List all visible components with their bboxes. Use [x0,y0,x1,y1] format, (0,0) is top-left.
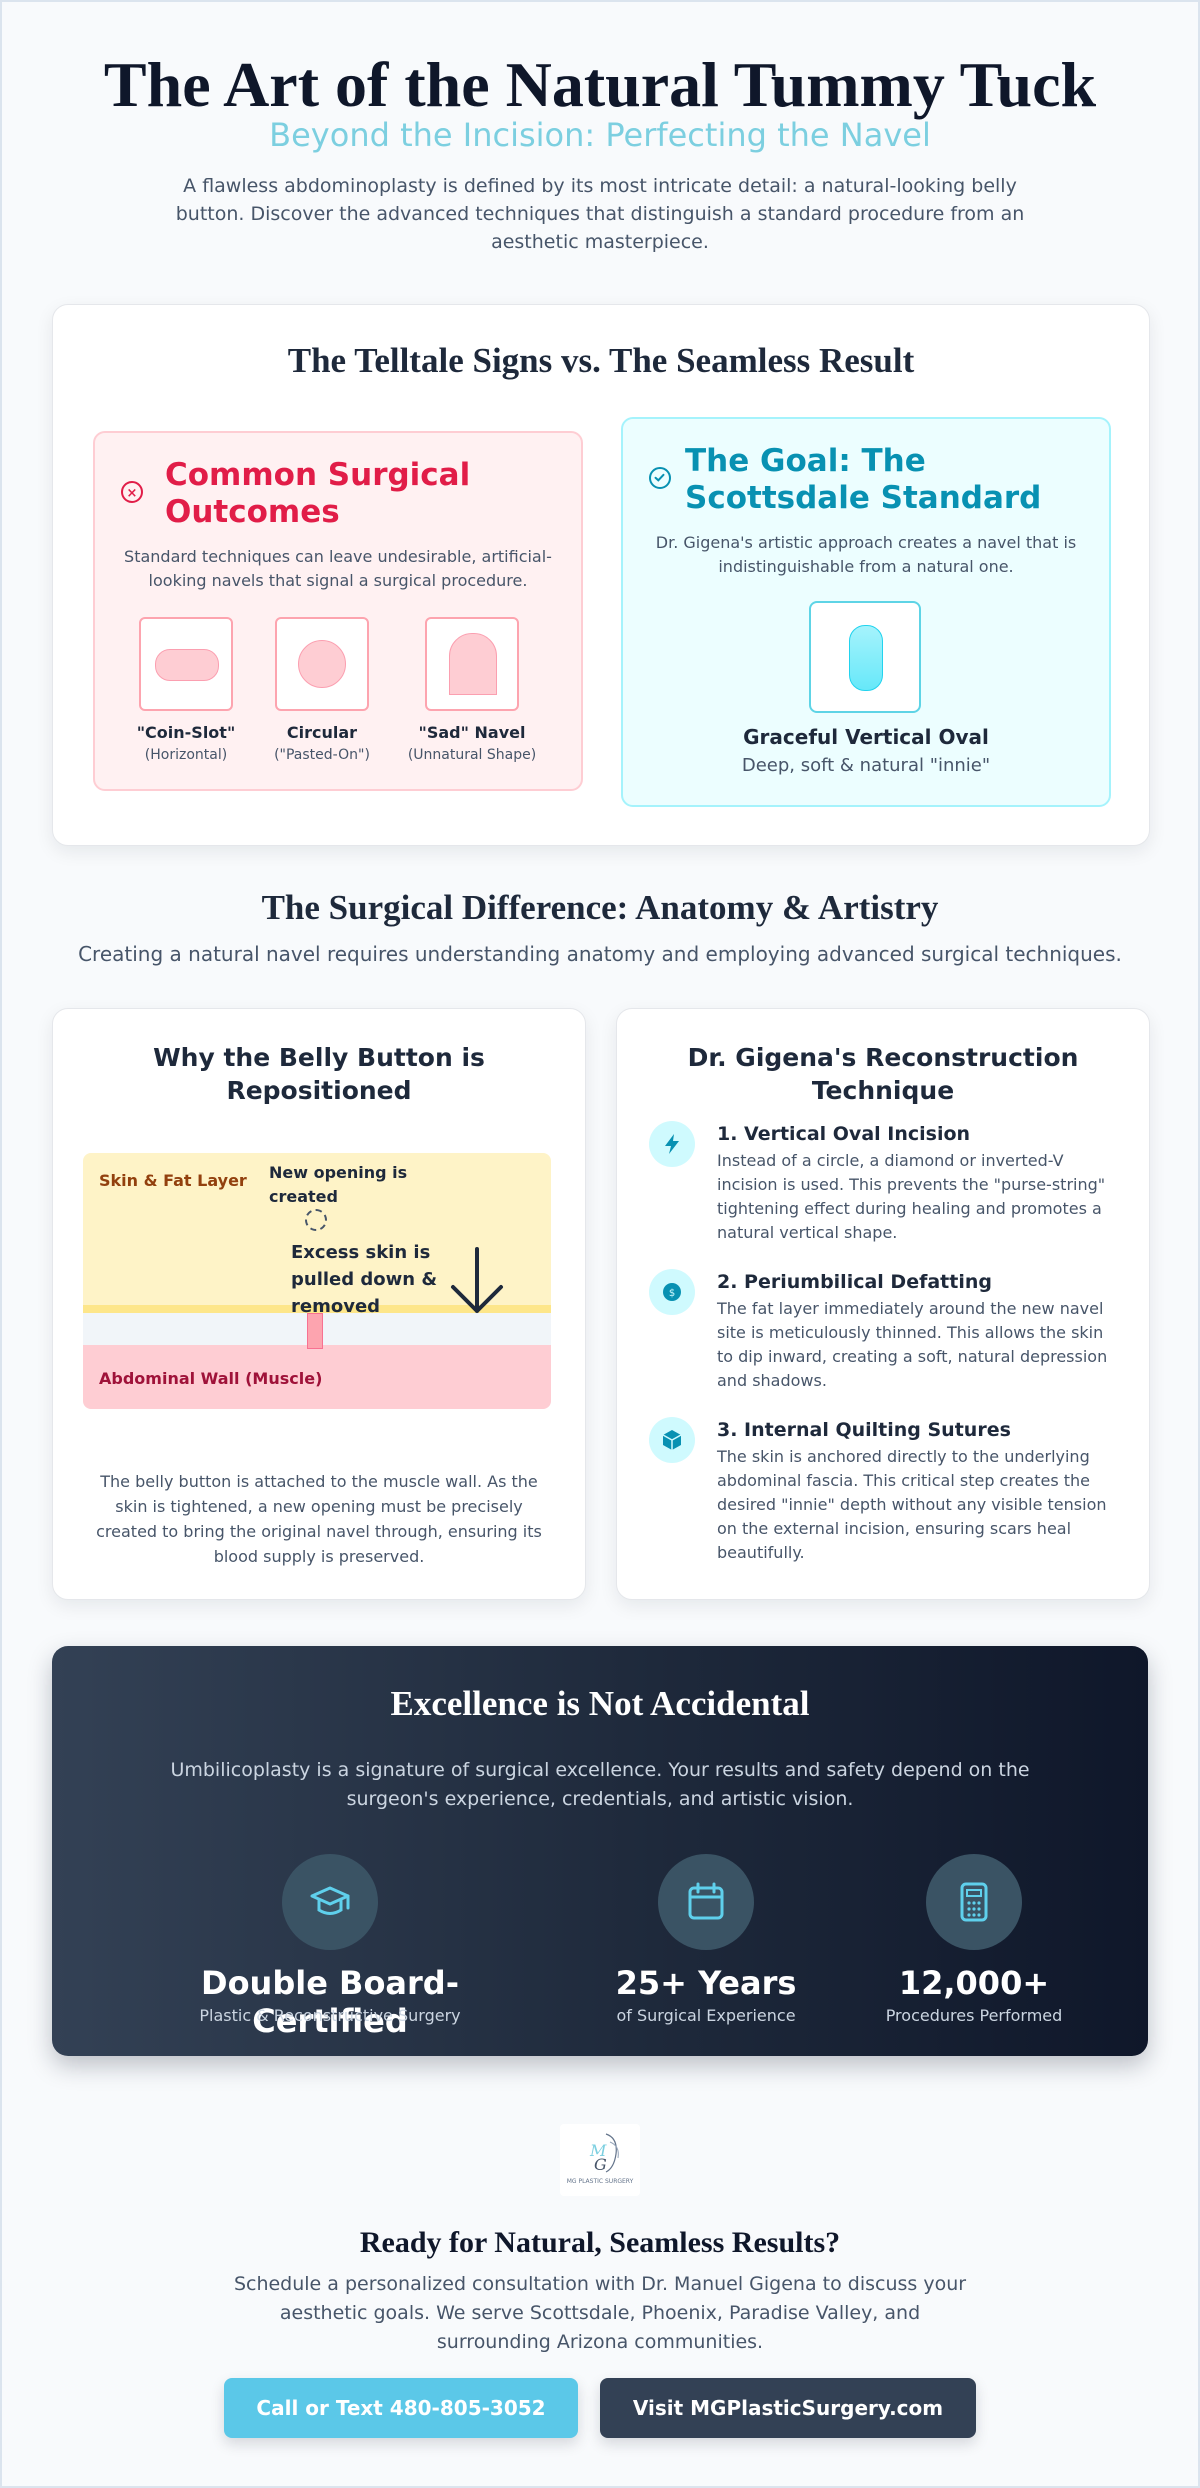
anatomy-diagram: Skin & Fat Layer New opening is created … [83,1153,551,1409]
technique-card: Dr. Gigena's Reconstruction Technique 1.… [616,1008,1150,1600]
reposition-description: The belly button is attached to the musc… [96,1472,542,1566]
goal-box: The Goal: The Scottsdale Standard Dr. Gi… [621,417,1111,807]
common-outcomes-box: × Common Surgical Outcomes Standard tech… [93,431,583,791]
step-1-title: 1. Vertical Oval Incision [717,1123,971,1145]
stat-years: 25+ Years [615,1964,797,2002]
page-title: The Art of the Natural Tummy Tuck [103,49,1097,120]
calendar-icon [658,1854,754,1950]
vertical-oval-navel-icon [809,601,921,713]
difference-title: The Surgical Difference: Anatomy & Artis… [261,888,939,927]
comparison-title: The Telltale Signs vs. The Seamless Resu… [287,341,915,380]
bolt-icon [649,1121,695,1167]
cube-icon [649,1417,695,1463]
goal-sub: Deep, soft & natural "innie" [741,755,991,776]
new-opening-label: New opening is created [269,1163,408,1206]
navel-stalk [307,1313,323,1349]
coin-slot-sub: (Horizontal) [144,747,228,763]
step-2-description: The fat layer immediately around the new… [717,1299,1108,1390]
page-subtitle: Beyond the Incision: Perfecting the Nave… [269,116,931,154]
goal-label: Graceful Vertical Oval [743,725,989,749]
comparison-card: The Telltale Signs vs. The Seamless Resu… [52,304,1150,846]
svg-text:G: G [594,2155,607,2174]
coin-slot-label: "Coin-Slot" [136,723,236,742]
logo-text: MG PLASTIC SURGERY [566,2178,634,2185]
muscle-label: Abdominal Wall (Muscle) [99,1369,323,1388]
svg-text:$: $ [669,1288,675,1299]
excellence-title: Excellence is Not Accidental [390,1684,810,1723]
new-opening-marker [305,1209,327,1231]
goal-description: Dr. Gigena's artistic approach creates a… [655,533,1077,576]
circular-label: Circular [286,723,358,742]
cta-title: Ready for Natural, Seamless Results? [359,2226,841,2259]
excellence-panel: Excellence is Not Accidental Umbilicopla… [52,1646,1148,2056]
cta-description: Schedule a personalized consultation wit… [233,2273,967,2353]
common-outcomes-description: Standard techniques can leave undesirabl… [124,547,552,590]
reposition-title: Why the Belly Button is Repositioned [153,1043,485,1105]
stat-procedures-label: Procedures Performed [885,2006,1063,2025]
step-3-description: The skin is anchored directly to the und… [717,1447,1107,1562]
reposition-card: Why the Belly Button is Repositioned Ski… [52,1008,586,1600]
stat-board-certified-label: Plastic & Reconstructive Surgery [199,2006,461,2025]
circular-sub: ("Pasted-On") [274,747,370,763]
technique-title: Dr. Gigena's Reconstruction Technique [687,1043,1079,1105]
stat-board-certified: Double Board-Certified [201,1964,459,2040]
calculator-icon [926,1854,1022,1950]
graduation-cap-icon [282,1854,378,1950]
coin-slot-navel-icon [139,617,233,711]
excellence-description: Umbilicoplasty is a signature of surgica… [170,1759,1030,1810]
visit-website-button[interactable]: Visit MGPlasticSurgery.com [600,2378,976,2438]
sad-navel-icon [425,617,519,711]
circular-navel-icon [275,617,369,711]
sad-navel-sub: (Unnatural Shape) [407,747,537,763]
x-circle-icon: × [121,481,143,503]
check-circle-icon [649,467,671,489]
step-2-title: 2. Periumbilical Defatting [717,1271,992,1293]
coin-icon: $ [649,1269,695,1315]
common-outcomes-heading: Common Surgical Outcomes [165,457,471,530]
step-3-title: 3. Internal Quilting Sutures [717,1419,1011,1441]
svg-text:M: M [589,2141,607,2160]
step-1-description: Instead of a circle, a diamond or invert… [717,1151,1106,1242]
stat-procedures: 12,000+ [898,1964,1050,2002]
call-button[interactable]: Call or Text 480-805-3052 [224,2378,578,2438]
excess-skin-label: Excess skin is pulled down & removed [291,1242,438,1317]
hero-description: A flawless abdominoplasty is defined by … [175,175,1025,253]
difference-subtitle: Creating a natural navel requires unders… [78,942,1122,966]
clinic-logo: M G MG PLASTIC SURGERY [560,2124,640,2196]
arrow-down-icon [449,1247,505,1319]
stat-years-label: of Surgical Experience [616,2006,796,2025]
sad-navel-label: "Sad" Navel [418,723,526,742]
goal-heading: The Goal: The Scottsdale Standard [685,443,1042,516]
skin-fat-label: Skin & Fat Layer [99,1171,247,1190]
